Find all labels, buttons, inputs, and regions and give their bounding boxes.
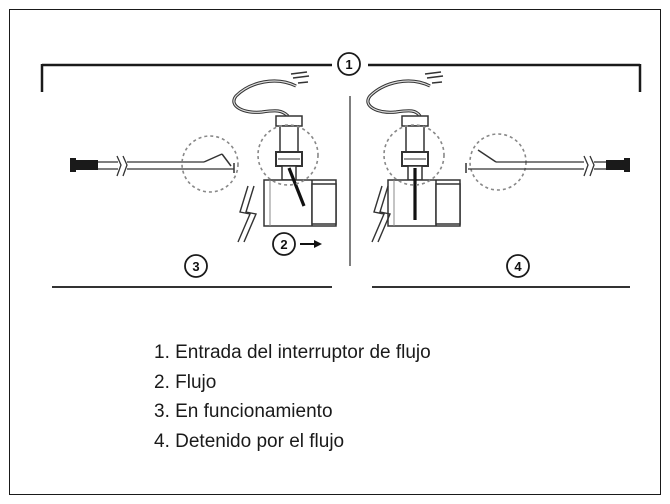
callout-2: 2	[272, 232, 296, 256]
svg-text:4: 4	[514, 259, 522, 274]
legend-list: 1. Entrada del interruptor de flujo 2. F…	[154, 338, 431, 456]
callout-4: 4	[506, 254, 530, 278]
svg-text:3: 3	[192, 259, 199, 274]
magnifier-circle-switch-right	[383, 124, 445, 186]
legend-item-3: 3. En funcionamiento	[154, 401, 333, 422]
right-panel-stopped: 4	[366, 71, 630, 278]
svg-text:2: 2	[280, 237, 287, 252]
figure-frame	[9, 9, 661, 495]
plug-right	[624, 158, 630, 172]
svg-text:1: 1	[345, 57, 352, 72]
legend-item-4: 4. Detenido por el flujo	[154, 430, 345, 452]
callout-3: 3	[184, 254, 208, 278]
flow-arrow	[300, 240, 322, 248]
input-bracket	[40, 63, 642, 92]
magnifier-circle-left	[181, 135, 239, 193]
plug-left	[70, 158, 76, 172]
magnifier-circle-switch-left	[257, 124, 319, 186]
legend-item-2: 2. Flujo	[154, 371, 217, 393]
callout-1: 1	[337, 52, 361, 76]
left-panel-running: 2 3	[70, 71, 337, 278]
legend-item-1: 1. Entrada del interruptor de flujo	[154, 342, 431, 363]
